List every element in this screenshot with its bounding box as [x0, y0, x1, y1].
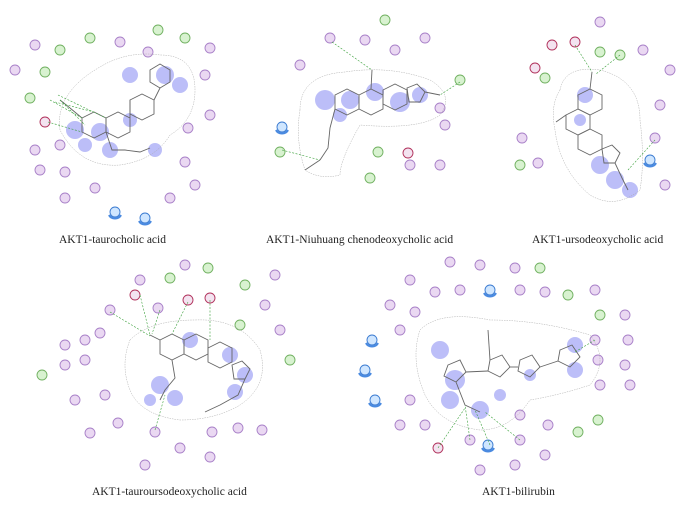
residue-disc [139, 212, 151, 224]
residue-disc [534, 262, 546, 274]
residue-disc [594, 379, 606, 391]
residue-disc [539, 449, 551, 461]
hydrophobic-contact-blob [441, 391, 459, 409]
residue-disc [182, 122, 194, 134]
residue-disc [474, 259, 486, 271]
residue-disc [514, 284, 526, 296]
hydrophobic-contact-blob [471, 401, 489, 419]
residue-disc [429, 286, 441, 298]
residue-disc [542, 419, 554, 431]
residue-disc [394, 419, 406, 431]
hydrophobic-contact-blob [102, 142, 118, 158]
residue-disc [394, 324, 406, 336]
residue-disc [592, 414, 604, 426]
residue-disc [419, 419, 431, 431]
residue-disc [454, 284, 466, 296]
hydrophobic-contact-blob [567, 362, 583, 378]
residue-disc [54, 44, 66, 56]
solvent-exposure-arc [138, 220, 152, 226]
residue-disc [204, 109, 216, 121]
residue-disc [619, 359, 631, 371]
residue-disc [562, 289, 574, 301]
residue-disc [39, 116, 51, 128]
residue-disc [509, 262, 521, 274]
hydrophobic-contact-blob [445, 370, 465, 390]
residue-disc [59, 166, 71, 178]
residue-disc [59, 192, 71, 204]
residue-disc [589, 334, 601, 346]
residue-disc [29, 144, 41, 156]
residue-disc [204, 42, 216, 54]
residue-disc [384, 299, 396, 311]
residue-disc [404, 394, 416, 406]
residue-disc [592, 354, 604, 366]
solvent-exposure-arc [481, 447, 495, 453]
hydrophobic-contact-blob [494, 389, 506, 401]
residue-disc [474, 464, 486, 476]
residue-disc [199, 69, 211, 81]
hydrophobic-contact-blob [567, 337, 583, 353]
residue-disc [84, 32, 96, 44]
caption-ursodeoxycholic: AKT1-ursodeoxycholic acid [532, 234, 664, 246]
residue-disc [359, 364, 371, 376]
solvent-exposure-arc [483, 292, 497, 298]
caption-bilirubin: AKT1-bilirubin [482, 486, 555, 498]
hydrophobic-contact-blob [78, 138, 92, 152]
residue-disc [514, 409, 526, 421]
residue-disc [484, 284, 496, 296]
residue-disc [514, 434, 526, 446]
caption-tauroursodeoxycholic: AKT1-tauroursodeoxycholic acid [92, 486, 247, 498]
residue-disc [142, 46, 154, 58]
residue-disc [404, 274, 416, 286]
hydrophobic-contact-blob [524, 369, 536, 381]
residue-disc [29, 39, 41, 51]
residue-disc [539, 286, 551, 298]
hydrophobic-contact-blob [431, 341, 449, 359]
residue-disc [432, 442, 444, 454]
residue-disc [109, 206, 121, 218]
residue-disc [589, 284, 601, 296]
residue-disc [619, 309, 631, 321]
solvent-exposure-arc [368, 402, 382, 408]
hydrophobic-contact-blob [148, 143, 162, 157]
residue-disc [444, 256, 456, 268]
residue-disc [624, 379, 636, 391]
residue-disc [509, 459, 521, 471]
ligand-structure-bilirubin [415, 316, 601, 431]
residue-disc [152, 24, 164, 36]
residue-disc [24, 92, 36, 104]
residue-disc [164, 192, 176, 204]
solvent-exposure-arc [108, 214, 122, 220]
residue-disc [89, 182, 101, 194]
residue-disc [189, 179, 201, 191]
hydrophobic-contact-blob [91, 123, 109, 141]
residue-disc [369, 394, 381, 406]
residue-disc [34, 164, 46, 176]
solvent-exposure-arc [365, 342, 379, 348]
residue-disc [179, 156, 191, 168]
residue-disc [9, 64, 21, 76]
residue-disc [54, 139, 66, 151]
caption-niuhuang: AKT1-Niuhuang chenodeoxycholic acid [266, 234, 454, 246]
hydrophobic-contact-blob [172, 77, 188, 93]
residue-disc [409, 306, 421, 318]
hydrophobic-contact-blob [122, 67, 138, 83]
hydrophobic-contact-blob [156, 66, 174, 84]
residue-disc [39, 66, 51, 78]
residue-disc [594, 309, 606, 321]
residue-disc [179, 32, 191, 44]
residue-disc [114, 36, 126, 48]
solvent-exposure-arc [358, 372, 372, 378]
residue-disc [572, 426, 584, 438]
caption-taurocholic: AKT1-taurocholic acid [59, 234, 166, 246]
residue-disc [622, 334, 634, 346]
residue-disc [464, 434, 476, 446]
residue-disc [482, 439, 494, 451]
residue-disc [366, 334, 378, 346]
